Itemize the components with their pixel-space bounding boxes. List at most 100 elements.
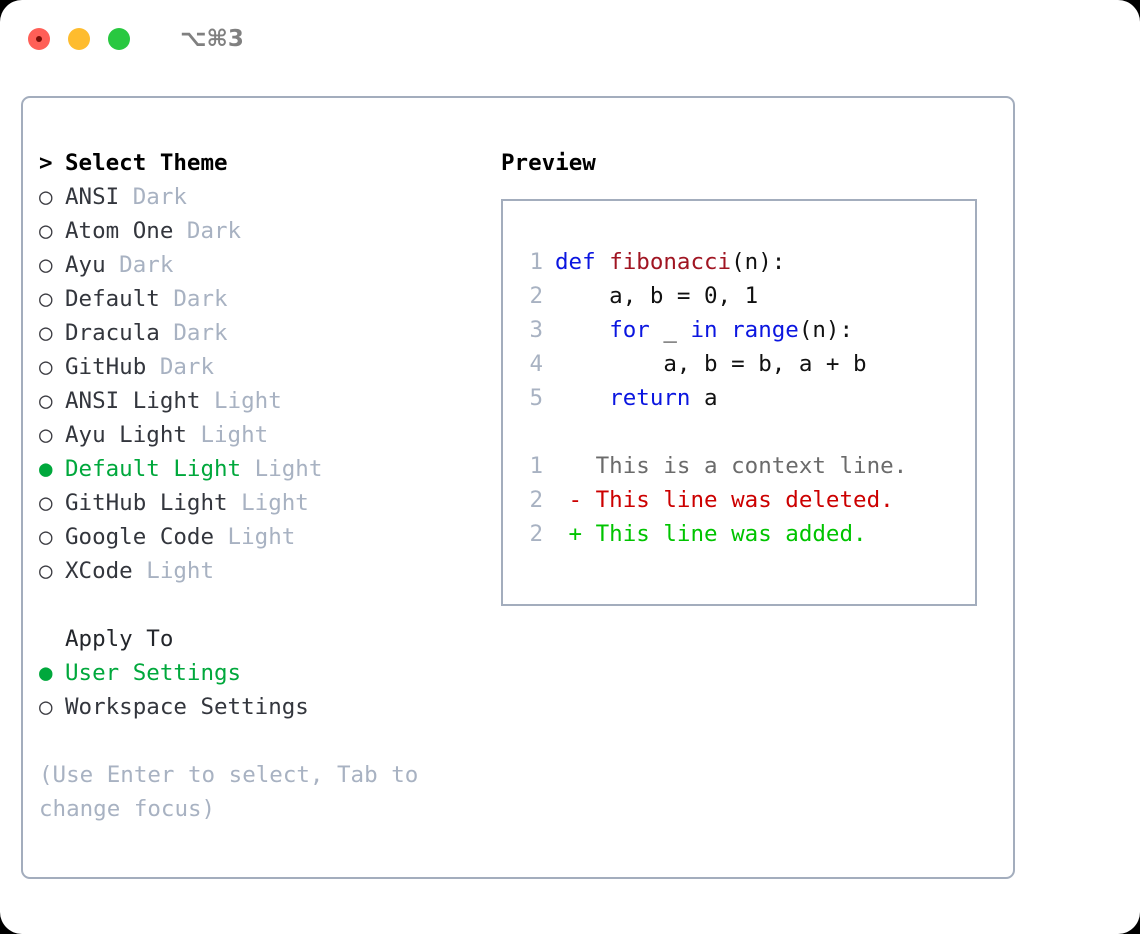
- radio-unselected-icon: ○: [39, 354, 53, 380]
- theme-option-tag: Dark: [119, 184, 187, 210]
- apply-to-option-user-settings[interactable]: ●User Settings: [39, 656, 479, 690]
- code-token: (n):: [798, 317, 854, 343]
- code-token: [718, 317, 732, 343]
- radio-unselected-icon: ○: [39, 388, 53, 414]
- code-token: a: [690, 385, 718, 411]
- theme-option-tag: Light: [200, 388, 282, 414]
- theme-option-ansi-light[interactable]: ○ ANSI Light Light: [39, 384, 479, 418]
- theme-option-default-light[interactable]: ● Default Light Light: [39, 452, 479, 486]
- theme-option-tag: Dark: [159, 320, 228, 346]
- diff-text: This line was deleted.: [595, 487, 894, 513]
- code-line: 4 a, b = b, a + b: [517, 347, 975, 381]
- theme-option-xcode[interactable]: ○XCode Light: [39, 554, 479, 588]
- theme-option-label: Ayu Light: [65, 422, 187, 448]
- minimize-button[interactable]: [68, 28, 90, 50]
- diff-line-number: 1: [529, 453, 543, 479]
- caret-icon: >: [39, 150, 53, 176]
- diff-line: 1 This is a context line.: [517, 449, 975, 483]
- radio-unselected-icon: ○: [39, 184, 53, 210]
- diff-marker: -: [555, 487, 596, 513]
- apply-to-option-label: Workspace Settings: [65, 694, 309, 720]
- preview-gap: [517, 415, 975, 449]
- theme-option-google-code[interactable]: ○Google Code Light: [39, 520, 479, 554]
- theme-option-label: Atom One: [65, 218, 174, 244]
- select-theme-heading: > Select Theme: [39, 146, 479, 180]
- radio-selected-icon: ●: [39, 456, 53, 482]
- line-number: 5: [529, 385, 543, 411]
- code-line: 5 return a: [517, 381, 975, 415]
- code-token: (n):: [731, 249, 786, 275]
- code-token: [555, 385, 609, 411]
- theme-option-label: Google Code: [65, 524, 215, 550]
- theme-option-tag: Dark: [146, 354, 215, 380]
- code-token: in: [690, 317, 718, 343]
- diff-line: 2 + This line was added.: [517, 517, 975, 551]
- theme-option-tag: Light: [227, 490, 309, 516]
- theme-option-label: GitHub Light: [65, 490, 228, 516]
- preview-title: Preview: [501, 150, 596, 176]
- code-token: def: [555, 249, 610, 275]
- line-number: 3: [529, 317, 543, 343]
- diff-line: 2 - This line was deleted.: [517, 483, 975, 517]
- maximize-button[interactable]: [108, 28, 130, 50]
- apply-to-option-workspace-settings[interactable]: ○ Workspace Settings: [39, 690, 479, 724]
- code-token: return: [609, 385, 691, 411]
- theme-option-atom-one[interactable]: ○Atom One Dark: [39, 214, 479, 248]
- theme-option-label: Default Light: [65, 456, 242, 482]
- radio-unselected-icon: ○: [39, 320, 53, 346]
- diff-line-number: 2: [529, 487, 543, 513]
- theme-option-dracula[interactable]: ○ Dracula Dark: [39, 316, 479, 350]
- code-token: [555, 317, 609, 343]
- keyboard-hint-text: (Use Enter to select, Tab to change focu…: [39, 762, 419, 822]
- diff-marker: +: [555, 521, 596, 547]
- diff-line-number: 2: [529, 521, 543, 547]
- theme-option-label: Dracula: [65, 320, 160, 346]
- code-token: a, b = b, a + b: [555, 351, 867, 377]
- code-token: _: [649, 317, 691, 343]
- theme-option-tag: Dark: [173, 218, 242, 244]
- theme-option-label: Default: [65, 286, 160, 312]
- theme-option-ayu-light[interactable]: ○Ayu Light Light: [39, 418, 479, 452]
- line-number: 4: [529, 351, 543, 377]
- close-button[interactable]: [28, 28, 50, 50]
- theme-option-github[interactable]: ○ GitHub Dark: [39, 350, 479, 384]
- radio-unselected-icon: ○: [39, 558, 53, 584]
- apply-to-list: ●User Settings ○ Workspace Settings: [39, 656, 479, 724]
- theme-option-label: ANSI Light: [65, 388, 201, 414]
- radio-unselected-icon: ○: [39, 694, 53, 720]
- theme-option-default[interactable]: ○Default Dark: [39, 282, 479, 316]
- diff-sample: 1 This is a context line.2 - This line w…: [517, 449, 975, 551]
- code-line: 3 for _ in range(n):: [517, 313, 975, 347]
- theme-option-label: Ayu: [65, 252, 106, 278]
- apply-to-option-label: User Settings: [65, 660, 242, 686]
- apply-to-heading: Apply To: [65, 626, 174, 652]
- theme-option-tag: Dark: [159, 286, 228, 312]
- radio-unselected-icon: ○: [39, 524, 53, 550]
- line-number: 2: [529, 283, 543, 309]
- code-token: for: [609, 317, 650, 343]
- theme-list: ○ANSI Dark○Atom One Dark○Ayu Dark○Defaul…: [39, 180, 479, 588]
- keyboard-shortcut-label: ⌥⌘3: [180, 26, 244, 52]
- theme-option-tag: Light: [186, 422, 269, 448]
- diff-marker: [555, 453, 596, 479]
- theme-option-tag: Light: [241, 456, 323, 482]
- code-token: fibonacci: [609, 249, 732, 275]
- theme-option-tag: Light: [132, 558, 215, 584]
- select-theme-heading-label: Select Theme: [65, 150, 228, 176]
- radio-unselected-icon: ○: [39, 252, 53, 278]
- radio-unselected-icon: ○: [39, 490, 53, 516]
- theme-option-ansi[interactable]: ○ ANSI Dark: [39, 180, 479, 214]
- code-line: 2 a, b = 0, 1: [517, 279, 975, 313]
- diff-text: This line was added.: [595, 521, 867, 547]
- theme-picker-column: >Select Theme ○ANSI Dark○Atom One Dark○A…: [39, 146, 479, 826]
- theme-option-label: GitHub: [65, 354, 147, 380]
- diff-text: This is a context line.: [595, 453, 908, 479]
- theme-option-label: ANSI: [65, 184, 120, 210]
- theme-option-ayu[interactable]: ○Ayu Dark: [39, 248, 479, 282]
- theme-option-github-light[interactable]: ○ GitHub Light Light: [39, 486, 479, 520]
